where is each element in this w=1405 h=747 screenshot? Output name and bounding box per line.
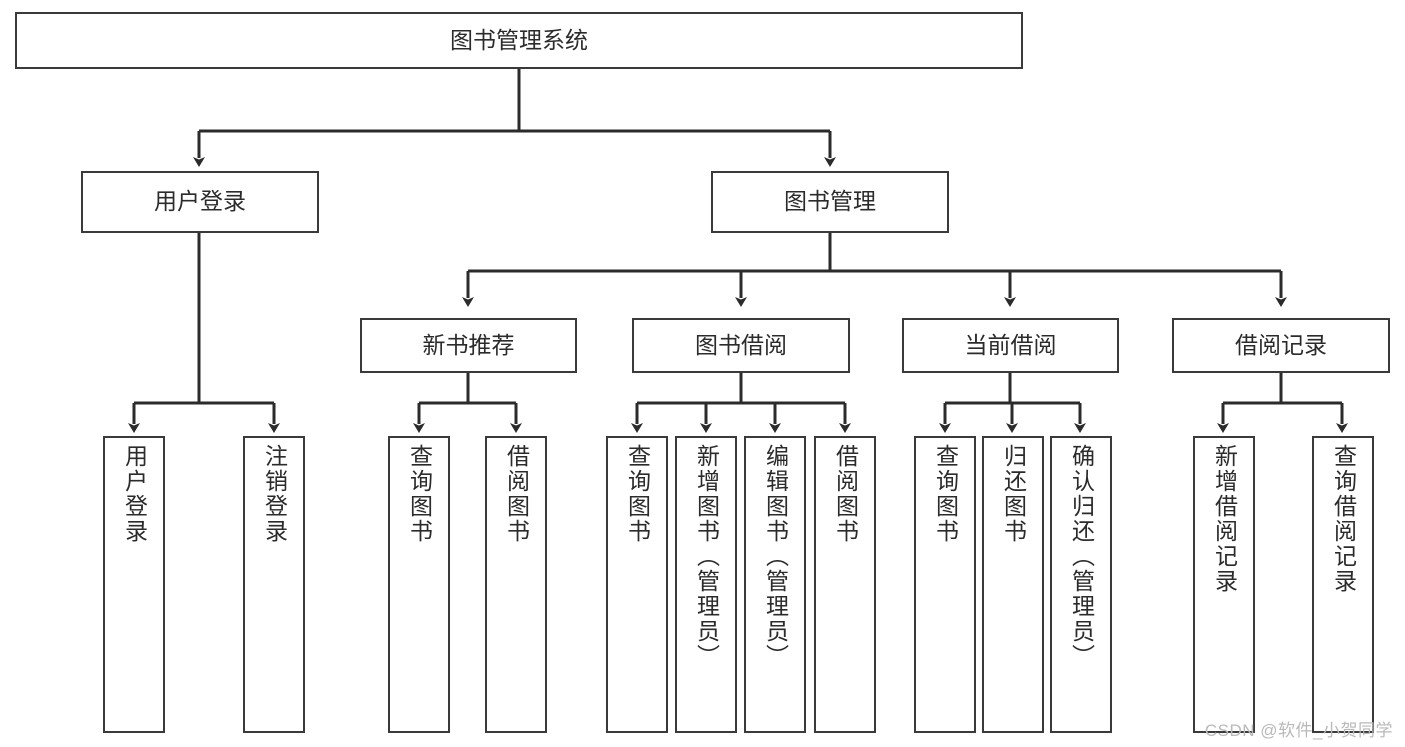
node-leaf-return-book[interactable]: 归还图书 <box>982 436 1044 733</box>
node-label: 用户登录 <box>154 188 246 215</box>
node-label: 新增借阅记录 <box>1211 444 1238 594</box>
node-label: 借阅记录 <box>1235 331 1327 358</box>
node-current-borrow[interactable]: 当前借阅 <box>902 318 1119 373</box>
node-leaf-query-book-1[interactable]: 查询图书 <box>388 436 450 733</box>
node-leaf-logout-login[interactable]: 注销登录 <box>243 436 305 733</box>
node-label: 注销登录 <box>261 444 288 544</box>
node-label: 图书管理 <box>784 188 876 215</box>
node-leaf-confirm-return[interactable]: 确认归还（管理员） <box>1050 436 1112 733</box>
node-label: 查询图书 <box>932 444 959 544</box>
node-label: 借阅图书 <box>832 444 859 544</box>
node-leaf-query-record[interactable]: 查询借阅记录 <box>1312 436 1374 733</box>
node-leaf-query-book-2[interactable]: 查询图书 <box>606 436 668 733</box>
node-leaf-user-login[interactable]: 用户登录 <box>103 436 165 733</box>
node-leaf-edit-book[interactable]: 编辑图书（管理员） <box>744 436 806 733</box>
node-label: 归还图书 <box>1000 444 1027 544</box>
node-label: 图书管理系统 <box>450 26 588 53</box>
node-book-borrow[interactable]: 图书借阅 <box>632 318 850 373</box>
node-label: 查询图书 <box>406 444 433 544</box>
node-label: 查询借阅记录 <box>1330 444 1357 594</box>
node-leaf-query-book-3[interactable]: 查询图书 <box>914 436 976 733</box>
node-label: 新书推荐 <box>422 331 515 358</box>
node-leaf-add-book[interactable]: 新增图书（管理员） <box>675 436 737 733</box>
node-label: 用户登录 <box>121 444 148 544</box>
node-leaf-add-record[interactable]: 新增借阅记录 <box>1193 436 1255 733</box>
node-label: 编辑图书（管理员） <box>762 444 789 669</box>
node-label: 新增图书（管理员） <box>693 444 720 669</box>
node-label: 图书借阅 <box>695 331 787 358</box>
node-new-book-recommend[interactable]: 新书推荐 <box>360 318 577 373</box>
node-user-login[interactable]: 用户登录 <box>81 171 319 233</box>
node-leaf-borrow-book-1[interactable]: 借阅图书 <box>485 436 547 733</box>
node-book-manage[interactable]: 图书管理 <box>711 171 949 233</box>
node-borrow-record[interactable]: 借阅记录 <box>1172 318 1390 373</box>
node-label: 借阅图书 <box>503 444 530 544</box>
watermark-text: CSDN @软件_小贺同学 <box>1204 721 1393 740</box>
node-root-system[interactable]: 图书管理系统 <box>15 12 1023 69</box>
node-label: 确认归还（管理员） <box>1068 444 1095 669</box>
node-label: 查询图书 <box>624 444 651 544</box>
node-leaf-borrow-book-2[interactable]: 借阅图书 <box>814 436 876 733</box>
node-label: 当前借阅 <box>964 331 1057 358</box>
